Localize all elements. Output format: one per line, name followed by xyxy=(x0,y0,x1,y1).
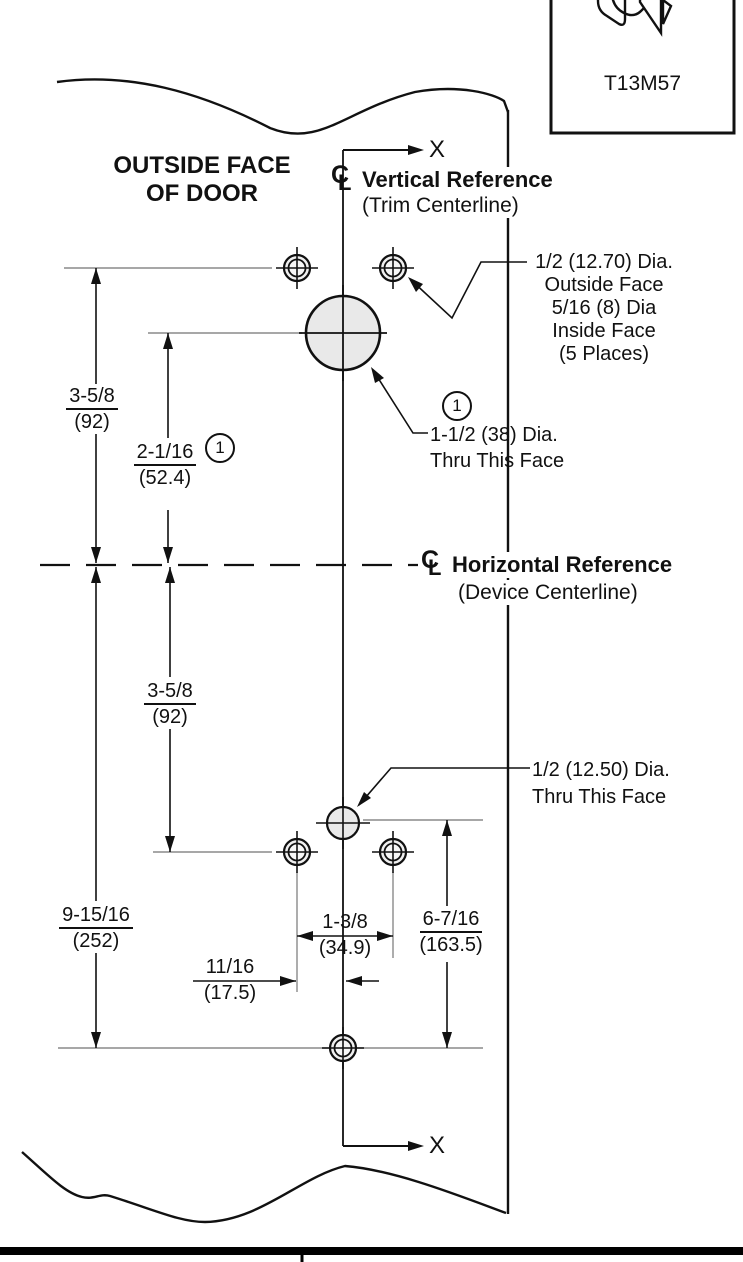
dim-hole-to-centerline: 11/16 (17.5) xyxy=(203,956,257,1004)
dim-lower-hole-spacing: 1-3/8 (34.9) xyxy=(318,911,372,959)
trim-holes-callout: 1/2 (12.70) Dia. Outside Face 5/16 (8) D… xyxy=(535,251,673,365)
door-outline xyxy=(21,78,510,1224)
x-axis-bottom-label: X xyxy=(429,1132,446,1159)
centerline-symbol-icon: C L xyxy=(421,546,442,580)
part-number-label: T13M57 xyxy=(603,72,682,95)
leader-lines xyxy=(358,261,530,806)
outside-face-line2: OF DOOR xyxy=(146,180,258,207)
x-axis-markers xyxy=(343,149,416,1147)
trim-hole xyxy=(372,831,414,873)
door-bottom-break-line xyxy=(21,1151,507,1224)
trim-hole xyxy=(276,831,318,873)
vertical-reference-title: Vertical Reference xyxy=(359,167,556,193)
x-axis-top-label: X xyxy=(429,136,446,163)
trim-hole xyxy=(276,247,318,289)
horizontal-reference-subtitle: (Device Centerline) xyxy=(455,580,641,605)
extension-lines xyxy=(58,267,483,1049)
trim-hole xyxy=(372,247,414,289)
outside-face-label: OUTSIDE FACE OF DOOR xyxy=(62,152,342,208)
outside-face-line1: OUTSIDE FACE xyxy=(113,152,291,179)
big-hole-callout: 1-1/2 (38) Dia. Thru This Face xyxy=(430,424,565,472)
centerline-symbol-icon: C L xyxy=(331,161,352,195)
dim-center-hole-to-bottom-hole: 6-7/16 (163.5) xyxy=(419,908,483,956)
dim-ref-to-big-hole: 2-1/16 (52.4) xyxy=(117,440,213,490)
dim-ref-to-bottom-hole: 9-15/16 (252) xyxy=(50,903,142,953)
note-1-badge: 1 xyxy=(205,433,235,463)
dimension-lines xyxy=(95,268,448,1048)
footer-bar xyxy=(0,1247,743,1262)
arrowheads xyxy=(91,145,452,1151)
door-trim-isometric-icon xyxy=(596,0,673,37)
small-trim-holes xyxy=(276,247,414,1069)
dim-ref-to-top-row: 3-5/8 (92) xyxy=(46,384,138,434)
part-box xyxy=(549,0,736,135)
trim-hole xyxy=(322,1027,364,1069)
vertical-reference-subtitle: (Trim Centerline) xyxy=(359,193,522,218)
door-top-break-line xyxy=(56,78,510,135)
template-holes xyxy=(276,247,414,1069)
horizontal-reference-title: Horizontal Reference xyxy=(449,552,676,578)
center-hole-callout: 1/2 (12.50) Dia. Thru This Face xyxy=(532,759,670,808)
dim-ref-to-lower-row: 3-5/8 (92) xyxy=(124,679,216,729)
note-1-badge: 1 xyxy=(442,391,472,421)
